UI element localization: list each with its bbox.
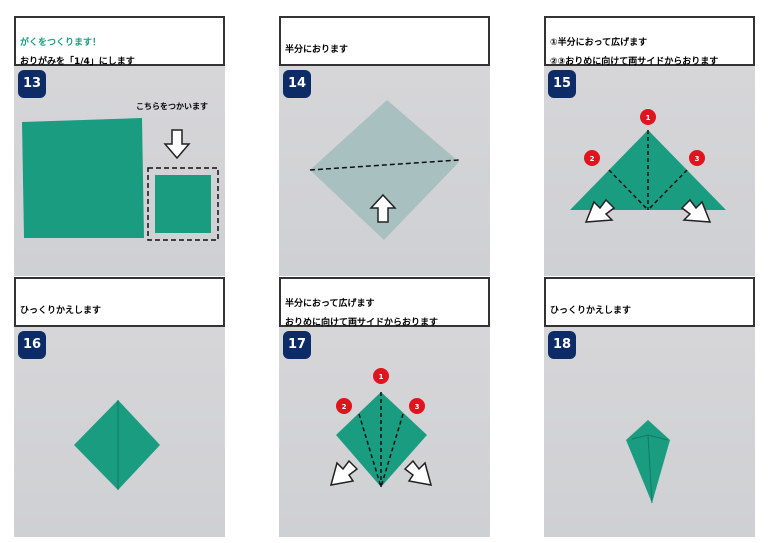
step-photo: 13 こちらをつかいます [14,66,225,276]
instruction-text: ①半分におって広げます [550,38,648,48]
instruction-text: ひっくりかえします [550,306,632,316]
origami-illustration [74,400,160,490]
step-photo: 1 2 3 15 [544,66,755,276]
instruction-box: ①半分におって広げます ②③おりめに向けて両サイドからおります [544,16,755,67]
step-number-badge: 13 [18,70,46,98]
instruction-box: ひっくりかえします [544,277,755,327]
step-photo: 16 [14,327,225,537]
svg-text:2: 2 [590,155,595,163]
step-number-badge: 17 [283,331,311,359]
instruction-text: 半分におります [285,45,349,55]
instruction-box: 半分におります [279,16,490,66]
instruction-text: おりがみを「1/4」にします [20,57,135,67]
instruction-text-2: おりめに向けて両サイドからおります [285,318,439,328]
step-photo: 1 2 3 17 [279,327,490,537]
instruction-box: がくをつくります！ おりがみを「1/4」にします [14,16,225,67]
instruction-text-2: ②③おりめに向けて両サイドからおります [550,57,719,67]
svg-text:3: 3 [695,155,700,163]
step-photo: 14 [279,66,490,276]
instruction-text: ひっくりかえします [20,306,102,316]
svg-text:3: 3 [415,403,420,411]
arrow-down-icon [163,129,191,160]
arrow-icon [403,459,433,486]
step-number-badge: 14 [283,70,311,98]
origami-illustration [22,118,219,241]
arrow-icon [680,198,712,223]
origami-illustration [626,420,670,504]
arrow-up-icon [369,193,397,223]
marker-1: 1 [640,109,656,125]
instruction-text: 半分におって広げます [285,299,375,309]
step-number-badge: 16 [18,331,46,359]
instruction-box: 半分におって広げます おりめに向けて両サイドからおります [279,277,490,328]
step-number-badge: 15 [548,70,576,98]
arrow-icon [329,459,359,486]
marker-3: 3 [409,398,425,414]
origami-illustration: 1 2 3 [329,368,433,488]
marker-1: 1 [373,368,389,384]
step-photo: 18 [544,327,755,537]
origami-illustration [309,100,460,240]
step-number-badge: 18 [548,331,576,359]
instruction-box: ひっくりかえします [14,277,225,327]
svg-text:1: 1 [379,373,384,381]
callout-label: こちらをつかいます [136,102,208,111]
arrow-icon [584,198,616,223]
svg-text:2: 2 [342,403,347,411]
marker-3: 3 [689,150,705,166]
origami-illustration: 1 2 3 [570,109,726,223]
svg-text:1: 1 [646,114,651,122]
marker-2: 2 [336,398,352,414]
marker-2: 2 [584,150,600,166]
section-heading: がくをつくります！ [20,38,102,48]
